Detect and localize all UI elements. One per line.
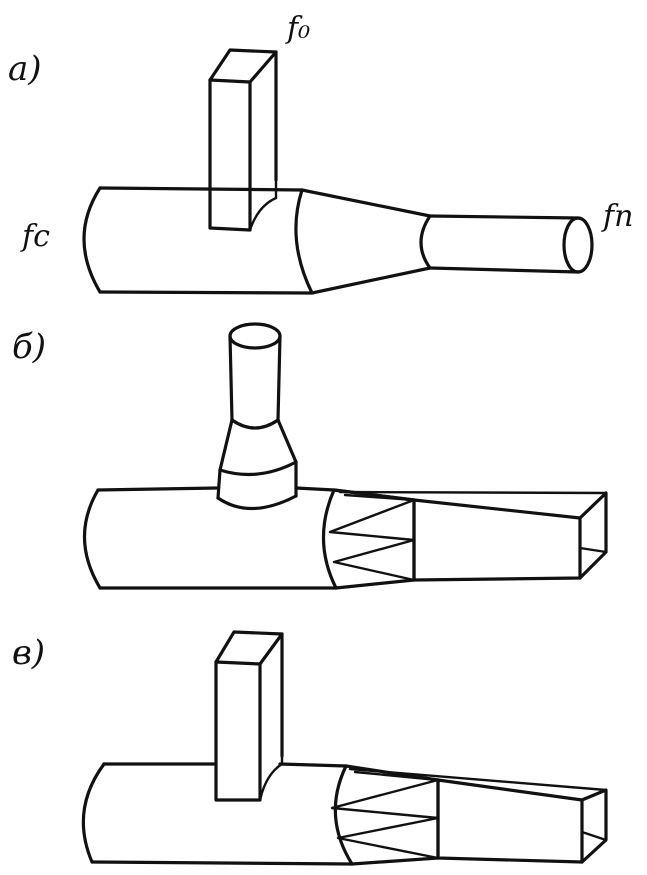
- rect-outlet-b: [412, 491, 608, 582]
- main-round-pipe-v: [81, 762, 354, 866]
- panel-b-label: б): [12, 327, 46, 367]
- rect-branch-a: [208, 48, 278, 232]
- panel-v: в): [12, 630, 608, 866]
- panel-a: a) f₀ fc fn: [8, 11, 633, 295]
- panel-b: б): [12, 322, 608, 590]
- reducer-cone-a: [294, 188, 432, 295]
- rect-outlet-v: [436, 778, 608, 864]
- round-branch-b: [216, 322, 298, 511]
- panel-a-label: a): [8, 49, 42, 89]
- outlet-f0-label: f₀: [285, 11, 310, 46]
- round-to-rect-transition-v: [330, 764, 608, 866]
- main-round-pipe-b: [82, 486, 338, 590]
- inlet-fc-label: fc: [20, 219, 50, 254]
- round-to-rect-transition-b: [321, 488, 608, 590]
- outlet-fn-label: fn: [601, 199, 633, 234]
- panel-v-label: в): [12, 633, 45, 673]
- rect-branch-v: [214, 630, 284, 802]
- main-round-pipe-a: [82, 186, 314, 295]
- outlet-round-pipe-a: [428, 214, 594, 274]
